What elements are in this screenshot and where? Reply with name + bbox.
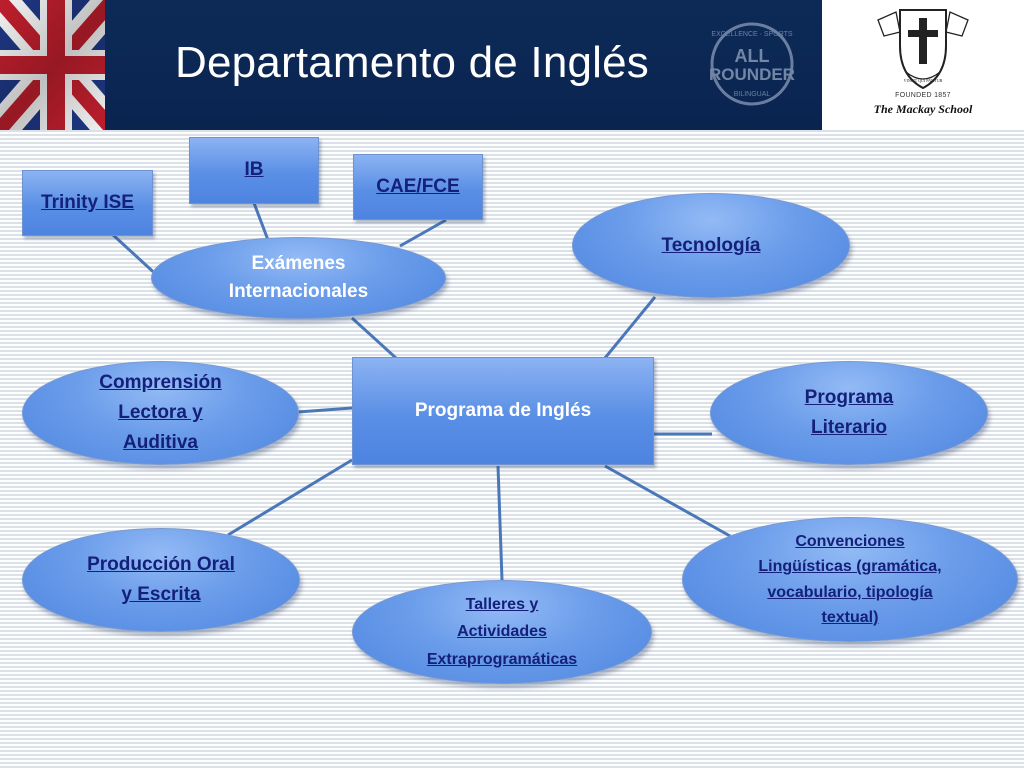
branch-label-line[interactable]: Literario: [810, 417, 887, 438]
branch-node-label[interactable]: Programa Literario: [805, 383, 894, 443]
branch-label-line[interactable]: Actividades: [457, 623, 547, 641]
connector-produccion-center: [227, 458, 353, 537]
exams-hub-node: Exámenes Internacionales: [151, 237, 446, 319]
badge-top-text: EXCELLENCE · SPORTS: [711, 31, 793, 38]
branch-label-line[interactable]: Convenciones: [795, 532, 905, 550]
all-rounder-badge-icon: EXCELLENCE · SPORTS ALL ROUNDER BILINGUA…: [709, 22, 795, 106]
branch-node-label[interactable]: Convenciones Lingüísticas (gramática, vo…: [758, 529, 941, 630]
crest-motto: VINCIT QUI PATITUR: [904, 78, 943, 83]
exams-hub-label: Exámenes Internacionales: [229, 250, 368, 307]
founded-year: FOUNDED 1857: [895, 92, 951, 99]
branch-label-line[interactable]: Tecnología: [661, 234, 761, 256]
center-node-programa-de-ingles: Programa de Inglés: [352, 357, 654, 465]
connector-cae-exams: [399, 218, 447, 248]
branch-label-line[interactable]: Lingüísticas (gramática,: [758, 558, 942, 576]
school-crest-icon: VINCIT QUI PATITUR: [877, 9, 969, 90]
page-title: Departamento de Inglés: [174, 38, 650, 87]
connector-ib-exams: [252, 202, 270, 241]
badge-bottom-text: BILINGUAL: [734, 91, 771, 98]
connector-talleres-center: [496, 465, 504, 581]
union-jack-flag-image: [0, 0, 112, 130]
branch-node-comprension[interactable]: Comprensión Lectora y Auditiva: [22, 361, 299, 465]
branch-node-label[interactable]: Comprensión Lectora y Auditiva: [99, 368, 221, 458]
branch-label-line[interactable]: y Escrita: [121, 584, 201, 605]
branch-node-label[interactable]: Producción Oral y Escrita: [87, 550, 235, 610]
title-band: [105, 0, 822, 130]
branch-node-label[interactable]: Talleres y Actividades Extraprogramática…: [427, 591, 577, 673]
connector-exams-center: [350, 316, 398, 360]
branch-label-line[interactable]: Lectora y: [118, 401, 203, 423]
exam-node-ib[interactable]: IB: [189, 137, 319, 204]
exam-node-trinity-ise[interactable]: Trinity ISE: [22, 170, 153, 236]
branch-label-line[interactable]: Talleres y: [465, 596, 539, 614]
exam-node-label[interactable]: Trinity ISE: [41, 192, 134, 214]
school-logo-panel: VINCIT QUI PATITUR FOUNDED 1857 The Mack…: [822, 0, 1024, 130]
branch-node-tecnologia[interactable]: Tecnología: [572, 193, 850, 298]
exam-node-label[interactable]: IB: [244, 159, 264, 180]
branch-label-line[interactable]: textual): [821, 608, 879, 626]
branch-label-line[interactable]: Producción Oral: [87, 553, 235, 575]
connector-comprension-center: [297, 406, 353, 414]
branch-label-line[interactable]: vocabulario, tipología: [767, 583, 933, 601]
branch-label-line[interactable]: Programa: [804, 386, 894, 408]
branch-node-talleres[interactable]: Talleres y Actividades Extraprogramática…: [352, 580, 652, 684]
branch-label-line[interactable]: Extraprogramáticas: [426, 650, 578, 668]
connector-convenciones-center: [604, 464, 731, 538]
exams-hub-label-line2: Internacionales: [228, 281, 369, 302]
center-node-label: Programa de Inglés: [414, 400, 592, 422]
branch-node-produccion[interactable]: Producción Oral y Escrita: [22, 528, 300, 632]
branch-label-line[interactable]: Comprensión: [99, 371, 222, 393]
exams-hub-label-line1: Exámenes: [251, 252, 346, 274]
header: Departamento de Inglés EXCELLENCE · SPOR…: [0, 0, 1024, 130]
badge-line1: ALL: [735, 46, 770, 66]
exam-node-cae-fce[interactable]: CAE/FCE: [353, 154, 483, 220]
connector-tecnologia-center: [603, 296, 657, 359]
exam-node-label[interactable]: CAE/FCE: [376, 176, 460, 197]
branch-label-line[interactable]: Auditiva: [123, 432, 198, 453]
branch-node-label[interactable]: Tecnología: [662, 234, 761, 258]
badge-line2: ROUNDER: [709, 65, 795, 84]
branch-node-programa-literario[interactable]: Programa Literario: [710, 361, 988, 465]
branch-node-convenciones[interactable]: Convenciones Lingüísticas (gramática, vo…: [682, 517, 1018, 642]
school-name: The Mackay School: [873, 102, 973, 116]
